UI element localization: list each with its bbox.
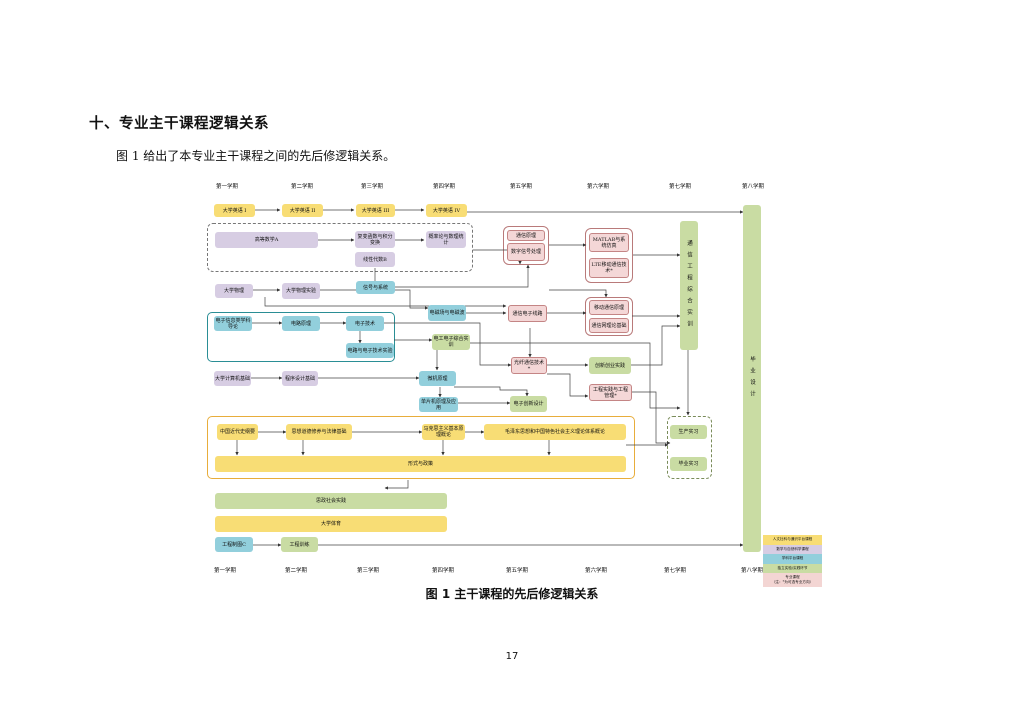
course-modern-history: 中国近代史纲要 bbox=[217, 424, 258, 440]
course-ee-training: 电工电子综合实训 bbox=[432, 334, 470, 350]
course-english-4: 大学英语 IV bbox=[426, 204, 467, 217]
semester-label: 第三学期 bbox=[360, 184, 384, 190]
course-innovation: 创新创业实践 bbox=[589, 357, 631, 374]
course-advanced-math: 高等数学A bbox=[215, 232, 318, 248]
course-innov-design: 电子创新设计 bbox=[510, 396, 547, 412]
semester-header-top: 第一学期 第二学期 第三学期 第四学期 第五学期 第六学期 第七学期 第八学期 bbox=[0, 182, 1024, 192]
course-computer-basics: 大学计算机基础 bbox=[214, 371, 251, 386]
course-signals-systems: 信号与系统 bbox=[356, 281, 395, 294]
course-dsp: 数字信号处理 bbox=[507, 243, 545, 261]
page-intro: 图 1 给出了本专业主干课程之间的先后修逻辑关系。 bbox=[116, 149, 396, 163]
course-physics: 大学物理 bbox=[215, 284, 253, 298]
mobile-group bbox=[585, 297, 633, 336]
legend-item: 专业课程（注：*为可选专业方向） bbox=[763, 573, 822, 587]
figure-caption: 图 1 主干课程的先后修逻辑关系 bbox=[425, 587, 599, 601]
course-eng-drawing: 工程制图C bbox=[215, 537, 253, 552]
semester-label: 第八学期 bbox=[740, 568, 764, 574]
semester-label: 第一学期 bbox=[215, 184, 239, 190]
legend-item: 学科平台课程 bbox=[763, 554, 822, 564]
legend-label: 专业课程 bbox=[785, 575, 800, 580]
course-mcu: 单片机原理及应用 bbox=[419, 397, 458, 412]
course-social-practice: 思政社会实践 bbox=[215, 493, 447, 509]
course-linear-algebra: 线性代数B bbox=[355, 252, 395, 267]
course-ethics: 思想道德修养与法律基础 bbox=[286, 424, 352, 440]
semester-label: 第七学期 bbox=[668, 184, 692, 190]
course-electronics: 电子技术 bbox=[346, 316, 384, 331]
semester-label: 第三学期 bbox=[356, 568, 380, 574]
politics-group bbox=[207, 416, 635, 479]
semester-label: 第六学期 bbox=[586, 184, 610, 190]
course-programming: 程序设计基础 bbox=[282, 371, 318, 386]
course-mao-theory: 毛泽东思想和中国特色社会主义理论体系概论 bbox=[484, 424, 626, 440]
internship-group bbox=[667, 416, 712, 479]
page-number: 17 bbox=[505, 651, 519, 662]
course-eng-practice: 工程实践与工程管理* bbox=[589, 384, 632, 401]
signal-group bbox=[503, 226, 549, 265]
legend-item: 独立实验/实践环节 bbox=[763, 563, 822, 573]
semester-label: 第一学期 bbox=[213, 568, 237, 574]
course-policy: 形式与政策 bbox=[215, 456, 626, 472]
course-production-internship: 生产实习 bbox=[670, 425, 707, 439]
semester-label: 第五学期 bbox=[505, 568, 529, 574]
semester-label: 第七学期 bbox=[663, 568, 687, 574]
semester-label: 第四学期 bbox=[431, 568, 455, 574]
semester-header-bottom: 第一学期 第二学期 第三学期 第四学期 第五学期 第六学期 第七学期 第八学期 bbox=[0, 566, 1024, 576]
course-circuit-principle: 电路原理 bbox=[282, 316, 320, 331]
course-english-1: 大学英语 I bbox=[214, 204, 255, 217]
course-lte: LTE移动通信技术* bbox=[589, 258, 629, 278]
semester-label: 第二学期 bbox=[284, 568, 308, 574]
math-group bbox=[207, 223, 473, 272]
course-graduation-internship: 毕业实习 bbox=[670, 457, 707, 471]
course-microcomputer: 微机原理 bbox=[419, 371, 456, 386]
semester-label: 第五学期 bbox=[509, 184, 533, 190]
legend-item: 人文社科与通识平台课程 bbox=[763, 535, 822, 545]
legend-note: （注：*为可选专业方向） bbox=[771, 580, 814, 584]
course-comm-principle: 通信原理 bbox=[507, 230, 545, 241]
course-matlab: MATLAB与系统仿真 bbox=[589, 233, 629, 252]
course-graduation-design: 毕业设计 bbox=[743, 205, 761, 552]
course-mobile-comm: 移动通信原理 bbox=[589, 300, 629, 315]
course-probability: 概率论与数理统计 bbox=[426, 231, 466, 248]
simulation-group bbox=[585, 228, 633, 283]
course-eng-training: 工程训练 bbox=[281, 537, 318, 552]
course-english-3: 大学英语 III bbox=[356, 204, 395, 217]
legend-item: 数学与自然科学课程 bbox=[763, 544, 822, 554]
page-heading: 十、专业主干课程逻辑关系 bbox=[89, 116, 269, 132]
course-english-2: 大学英语 II bbox=[282, 204, 323, 217]
course-comm-circuit: 通信电子线路 bbox=[508, 305, 547, 322]
course-physics-lab: 大学物理实验 bbox=[282, 283, 320, 299]
course-marxism: 马克思主义基本原理概论 bbox=[422, 424, 465, 440]
legend: 人文社科与通识平台课程 数学与自然科学课程 学科平台课程 独立实验/实践环节 专… bbox=[763, 535, 822, 587]
semester-label: 第八学期 bbox=[741, 184, 765, 190]
course-circuit-lab: 电路与电子技术实验 bbox=[346, 343, 394, 358]
course-comm-network: 通信网理论基础 bbox=[589, 318, 629, 333]
semester-label: 第二学期 bbox=[290, 184, 314, 190]
course-pe: 大学体育 bbox=[215, 516, 447, 532]
semester-label: 第六学期 bbox=[584, 568, 608, 574]
semester-label: 第四学期 bbox=[432, 184, 456, 190]
course-intro-ee: 电子信息类学科导论 bbox=[214, 316, 252, 331]
course-fiber-comm: 光纤通信技术* bbox=[511, 357, 547, 374]
course-comprehensive-training: 通信工程综合实训 bbox=[680, 221, 698, 350]
course-complex-functions: 复变函数与积分变换 bbox=[355, 231, 395, 248]
course-em-field: 电磁场与电磁波 bbox=[428, 305, 466, 321]
circuit-group bbox=[207, 312, 395, 362]
